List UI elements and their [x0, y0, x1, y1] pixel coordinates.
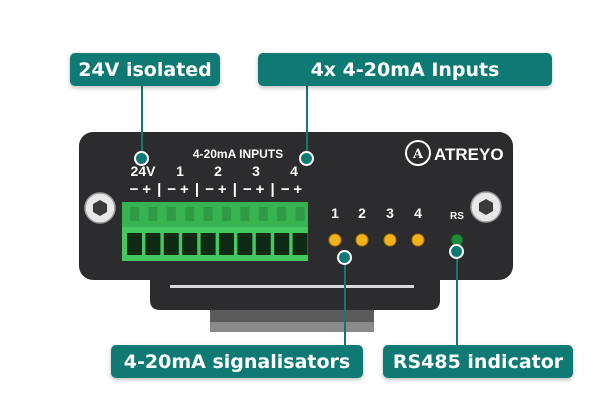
leader-24v	[141, 85, 143, 157]
terminal-screw-slot	[277, 207, 287, 221]
leader-inputs-dot	[299, 151, 314, 166]
polarity-minus: −	[205, 181, 214, 198]
leader-rs485-dot	[449, 244, 464, 259]
polarity-divider: |	[233, 181, 237, 198]
terminal-opening	[127, 233, 142, 255]
channel-label-2: 2	[214, 163, 222, 179]
polarity-minus: −	[130, 181, 139, 198]
leader-signalisators	[344, 258, 346, 346]
led-amber-1	[328, 233, 342, 247]
led-label-1: 1	[331, 205, 339, 221]
terminal-opening	[200, 233, 216, 255]
screw-right-hex	[479, 199, 493, 215]
brand-logo-letter: A	[412, 147, 424, 162]
terminal-opening	[219, 233, 234, 255]
terminal-screw-slot	[295, 207, 305, 221]
leader-inputs	[306, 85, 308, 157]
polarity-divider: |	[195, 181, 199, 198]
polarity-divider: |	[270, 181, 274, 198]
led-amber-4	[411, 233, 425, 247]
skirt-slot	[170, 285, 414, 288]
callout-rs485-indicator: RS485 indicator	[383, 345, 573, 378]
channel-label-3: 3	[252, 163, 260, 179]
polarity-plus: +	[293, 181, 302, 198]
brand-name: ATREYO	[434, 145, 504, 164]
callout-signalisators: 4-20mA signalisators	[111, 345, 363, 378]
polarity-minus: −	[281, 181, 290, 198]
terminal-screw-slot	[166, 207, 176, 221]
terminal-opening	[182, 233, 198, 255]
terminal-opening	[237, 233, 253, 255]
terminal-screw-slot	[222, 207, 231, 221]
polarity-plus: +	[256, 181, 265, 198]
polarity-plus: +	[180, 181, 189, 198]
channel-label-1: 1	[176, 163, 184, 179]
led-amber-2	[355, 233, 369, 247]
faceplate-skirt	[150, 270, 440, 310]
screw-left-hex	[93, 200, 107, 216]
leader-rs485	[456, 250, 458, 346]
polarity-minus: −	[167, 181, 176, 198]
terminal-opening	[274, 233, 290, 255]
terminal-screw-slot	[203, 207, 213, 221]
terminal-screw-slot	[130, 207, 139, 221]
channel-label-4: 4	[290, 163, 298, 179]
leader-signalisators-dot	[337, 250, 352, 265]
polarity-minus: −	[243, 181, 252, 198]
led-label-4: 4	[414, 205, 422, 221]
channel-label-24v: 24V	[131, 163, 157, 179]
rail-connector-stripe	[210, 322, 374, 332]
terminal-screw-slot	[185, 207, 195, 221]
rs-label: RS	[450, 211, 464, 222]
terminal-opening	[145, 233, 161, 255]
terminal-screw-slot	[258, 207, 268, 221]
led-label-2: 2	[358, 205, 366, 221]
brand-logo-icon	[405, 140, 431, 166]
callout-24v-isolated: 24V isolated	[70, 53, 220, 86]
callout-4x-inputs: 4x 4-20mA Inputs	[258, 53, 552, 86]
terminal-opening	[255, 233, 271, 255]
leader-24v-dot	[134, 151, 149, 166]
polarity-divider: |	[157, 181, 161, 198]
led-label-3: 3	[386, 205, 394, 221]
terminal-opening	[163, 233, 179, 255]
inputs-header-label: 4-20mA INPUTS	[193, 147, 283, 161]
terminal-screw-slot	[148, 207, 158, 221]
terminal-opening	[292, 233, 308, 255]
polarity-plus: +	[218, 181, 227, 198]
terminal-screw-slot	[240, 207, 250, 221]
led-amber-3	[383, 233, 397, 247]
polarity-plus: +	[142, 181, 151, 198]
